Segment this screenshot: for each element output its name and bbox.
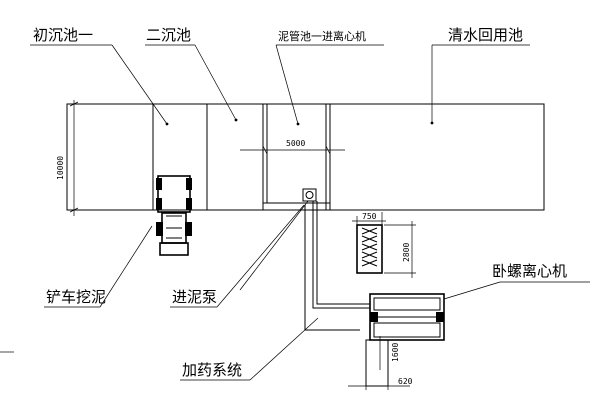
dimension-tick: [325, 145, 331, 155]
rack-frame: [356, 224, 383, 274]
rack-unit: [356, 224, 383, 274]
truck-bucket: [159, 242, 189, 256]
tank-block-outline: [66, 103, 545, 211]
dimension-rack-height: 2800: [384, 221, 416, 278]
dimension-tick: [262, 145, 268, 155]
dimension-rack-width-text: 750: [362, 212, 377, 221]
leader-line: [111, 44, 168, 125]
pipe-to-dosing: [239, 200, 309, 291]
bottom-leaders: [0, 204, 319, 381]
label-primary-tank: 初沉池一: [33, 26, 93, 44]
dimension-tank-width-text: 5000: [286, 139, 305, 148]
label-clear-water-tank: 清水回用池: [448, 26, 523, 44]
dimension-tick: [69, 207, 79, 213]
dimension-unit-height-text: 1600: [391, 343, 400, 362]
label-secondary-tank: 二沉池: [146, 26, 191, 44]
truck-wheel: [156, 178, 162, 190]
decanter-centrifuge-icon: [365, 293, 445, 387]
leader-line: [275, 44, 299, 125]
dimension-unit-width: 620: [348, 377, 413, 390]
label-shovel-truck: 铲车挖泥: [46, 288, 106, 306]
label-sludge-to-centrifuge: 泥管池一进离心机: [278, 29, 366, 43]
sludge-pump-icon: [302, 188, 317, 202]
dimension-tank-width: 5000: [240, 139, 345, 155]
pump-body: [302, 188, 317, 202]
pump-impeller: [305, 191, 314, 199]
truck-wheel: [156, 222, 163, 236]
leader-line: [443, 281, 501, 300]
dimension-unit-height: 1600: [379, 336, 400, 370]
shovel-truck-icon: [156, 175, 192, 256]
truck-wheel: [185, 222, 192, 236]
dimension-tank-depth-text: 10000: [56, 156, 65, 180]
rack-hatch: [361, 235, 378, 243]
dimension-tick: [69, 101, 79, 107]
rack-hatch: [361, 251, 378, 259]
rack-hatch: [361, 259, 378, 267]
rack-hatch: [361, 227, 378, 235]
rack-hatch: [361, 243, 378, 251]
centrifuge-drum-bottom: [373, 322, 441, 338]
centrifuge-drum-top: [373, 297, 441, 311]
centrifuge-motor: [436, 312, 444, 322]
label-sludge-pump: 进泥泵: [172, 288, 217, 306]
dimension-rack-width: 750: [352, 212, 386, 225]
tank-block: [66, 103, 545, 211]
label-dosing-system: 加药系统: [182, 361, 242, 379]
top-leaders: [30, 44, 530, 125]
leader-line: [99, 225, 153, 308]
centrifuge-motor: [370, 312, 378, 322]
truck-wheel: [186, 198, 192, 210]
dimension-tank-depth: 10000: [56, 100, 79, 216]
dimension-unit-width-text: 620: [398, 377, 413, 386]
pipe-to-centrifuge: [312, 201, 370, 309]
truck-wheel: [186, 178, 192, 190]
pipe-to-centrifuge-2: [316, 201, 370, 305]
leader-line: [249, 317, 319, 381]
dimension-rack-height-text: 2800: [402, 243, 411, 262]
sludge-pipeline: [239, 200, 370, 331]
leader-line: [194, 44, 237, 121]
label-decanter-centrifuge: 卧螺离心机: [492, 262, 567, 280]
leader-line: [216, 204, 305, 308]
truck-wheel: [156, 198, 162, 210]
centrifuge-base: [365, 339, 389, 387]
truck-cab: [157, 175, 191, 213]
